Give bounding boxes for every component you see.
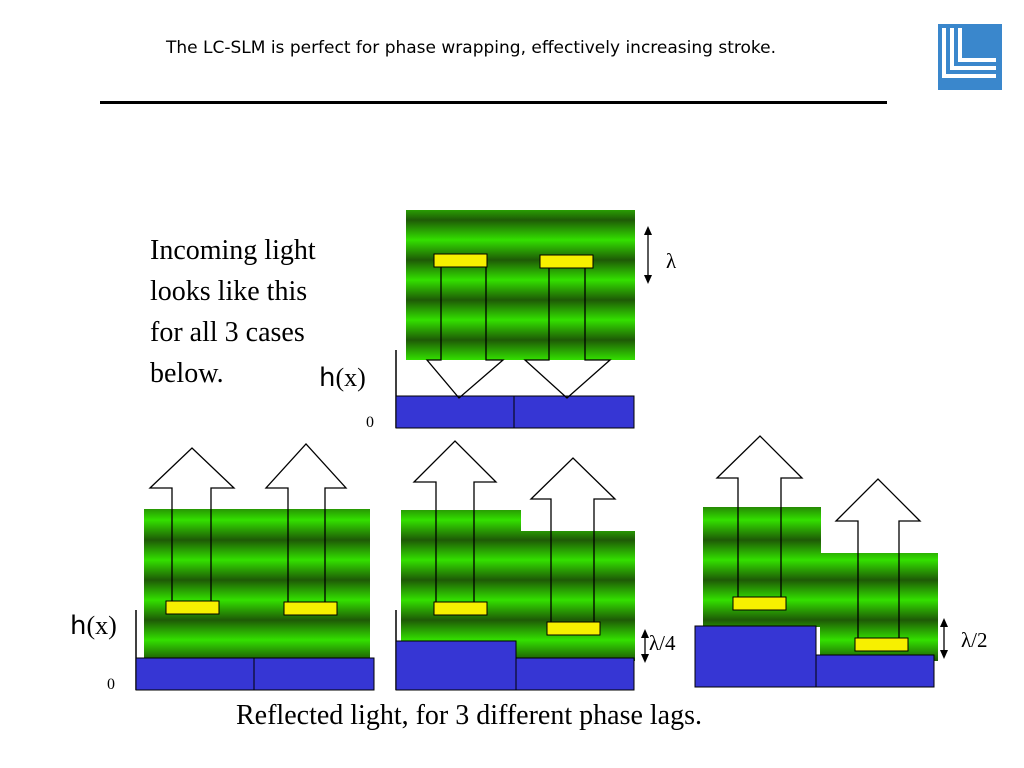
note-line: looks like this <box>150 276 308 307</box>
slm-pixel <box>395 640 517 691</box>
up-arrow <box>715 435 804 605</box>
note-line: below. <box>150 358 224 389</box>
title-divider <box>100 101 887 104</box>
half-wave-step-label: λ/2 <box>961 628 988 652</box>
phase-marker <box>283 601 338 616</box>
incoming-wavefront <box>406 210 635 360</box>
phase-marker <box>433 601 488 616</box>
top-mirror <box>395 350 635 429</box>
phase-marker <box>539 254 594 269</box>
up-arrow <box>529 457 617 629</box>
phase-marker <box>854 637 909 652</box>
slide-title: The LC-SLM is perfect for phase wrapping… <box>166 38 776 58</box>
height-zero-top: 0 <box>366 414 374 431</box>
down-arrow <box>425 261 505 399</box>
case-zero-lag <box>135 443 375 691</box>
note-line: for all 3 cases <box>150 317 305 348</box>
phase-marker <box>165 600 220 615</box>
slm-pixel <box>135 657 255 691</box>
diagram-caption: Reflected light, for 3 different phase l… <box>236 700 702 731</box>
up-arrow <box>834 478 922 641</box>
up-arrow <box>412 440 498 609</box>
height-arg: (x) <box>86 611 117 640</box>
up-arrow <box>264 443 348 609</box>
height-symbol: h <box>319 363 336 393</box>
slm-pixel <box>395 395 515 429</box>
slm-pixel <box>515 657 635 691</box>
wavelength-indicator <box>644 226 652 284</box>
case-half-lag <box>694 435 948 688</box>
case-quarter-lag <box>395 440 649 691</box>
phase-marker <box>546 621 601 636</box>
height-zero-bottom: 0 <box>107 676 115 693</box>
height-axis-label-bottom: h(x) <box>70 611 117 641</box>
reflected-wavefront <box>401 510 521 645</box>
incoming-light-note: Incoming light looks like this for all 3… <box>150 230 316 394</box>
phase-marker <box>732 596 787 611</box>
phase-marker <box>433 253 488 268</box>
reflected-wavefront <box>515 531 635 661</box>
slm-pixel <box>253 657 375 691</box>
slm-pixel <box>815 654 935 688</box>
note-line: Incoming light <box>150 235 316 266</box>
height-arg: (x) <box>335 363 366 392</box>
height-axis-label-top: h(x) <box>319 363 366 393</box>
down-arrow <box>523 265 612 399</box>
reflected-wavefront <box>144 509 370 659</box>
lab-logo-icon <box>938 24 1002 90</box>
slm-pixel <box>694 625 817 688</box>
wavelength-label: λ <box>666 249 677 273</box>
quarter-wave-step-label: λ/4 <box>649 631 676 655</box>
height-symbol: h <box>70 611 87 641</box>
slm-pixel <box>513 395 635 429</box>
up-arrow <box>148 447 236 609</box>
